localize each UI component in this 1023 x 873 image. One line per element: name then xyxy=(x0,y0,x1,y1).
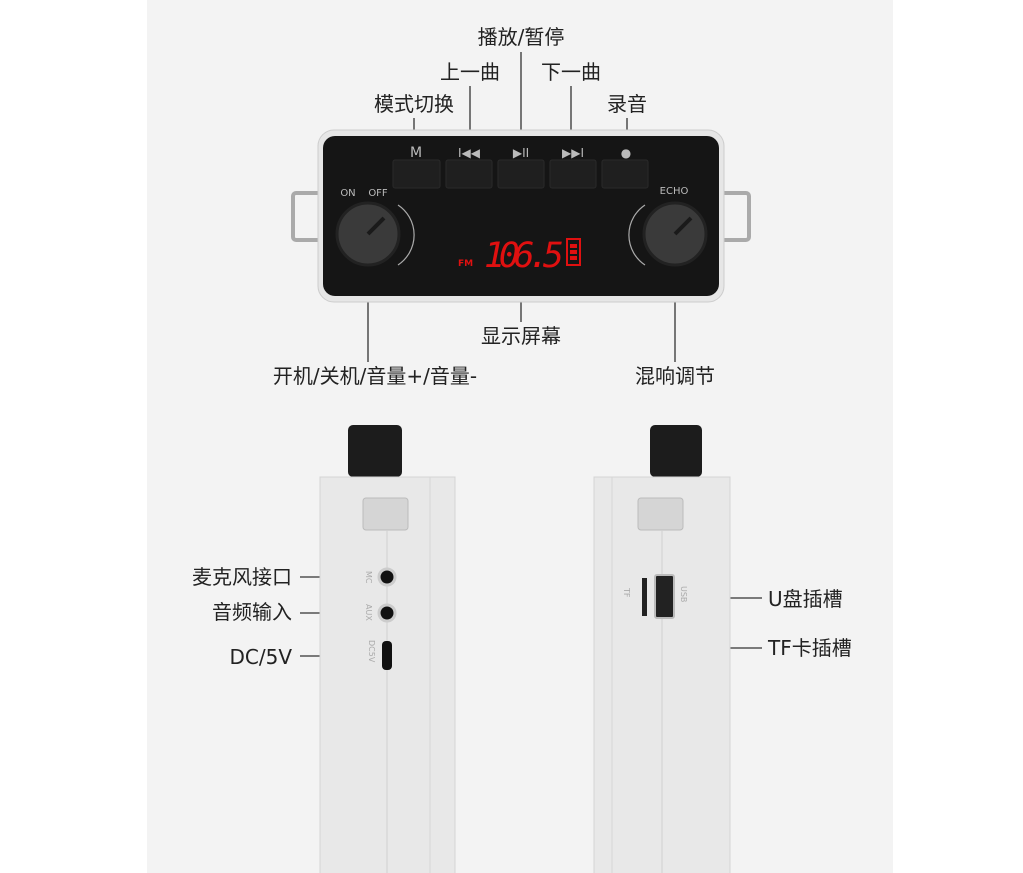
svg-text:FM: FM xyxy=(458,259,473,269)
svg-text:I◀◀: I◀◀ xyxy=(458,146,481,160)
svg-text:106.5: 106.5 xyxy=(484,236,564,276)
label-mic-port: 麦克风接口 xyxy=(192,565,292,589)
svg-text:AUX: AUX xyxy=(364,604,373,621)
label-play-pause: 播放/暂停 xyxy=(477,25,565,49)
label-echo-adjust: 混响调节 xyxy=(635,364,715,388)
label-audio-in: 音频输入 xyxy=(212,600,292,624)
label-dc: DC/5V xyxy=(229,645,292,669)
label-display: 显示屏幕 xyxy=(481,324,561,348)
svg-text:●: ● xyxy=(621,146,631,160)
svg-text:▶II: ▶II xyxy=(513,146,529,160)
svg-text:OFF: OFF xyxy=(368,188,388,199)
label-usb-slot: U盘插槽 xyxy=(768,587,843,611)
svg-text:ECHO: ECHO xyxy=(660,186,689,197)
label-power-volume: 开机/关机/音量+/音量- xyxy=(272,364,478,388)
svg-text:MC: MC xyxy=(364,571,373,584)
svg-text:USB: USB xyxy=(679,586,688,602)
front-panel: M I◀◀ ▶II ▶▶I ● ON OFF ECHO FM 106.5 xyxy=(291,129,751,303)
svg-text:DC5V: DC5V xyxy=(367,640,376,663)
label-record: 录音 xyxy=(607,92,647,116)
side-view-right: TF USB xyxy=(593,425,731,873)
svg-text:TF: TF xyxy=(622,587,631,598)
label-mode: 模式切换 xyxy=(374,92,454,116)
label-next: 下一曲 xyxy=(541,60,601,84)
label-prev: 上一曲 xyxy=(440,60,500,84)
side-view-left: MC AUX DC5V xyxy=(319,425,456,873)
svg-text:▶▶I: ▶▶I xyxy=(562,146,584,160)
label-tf-slot: TF卡插槽 xyxy=(768,636,852,660)
svg-text:M: M xyxy=(410,145,422,161)
svg-text:ON: ON xyxy=(340,188,355,199)
